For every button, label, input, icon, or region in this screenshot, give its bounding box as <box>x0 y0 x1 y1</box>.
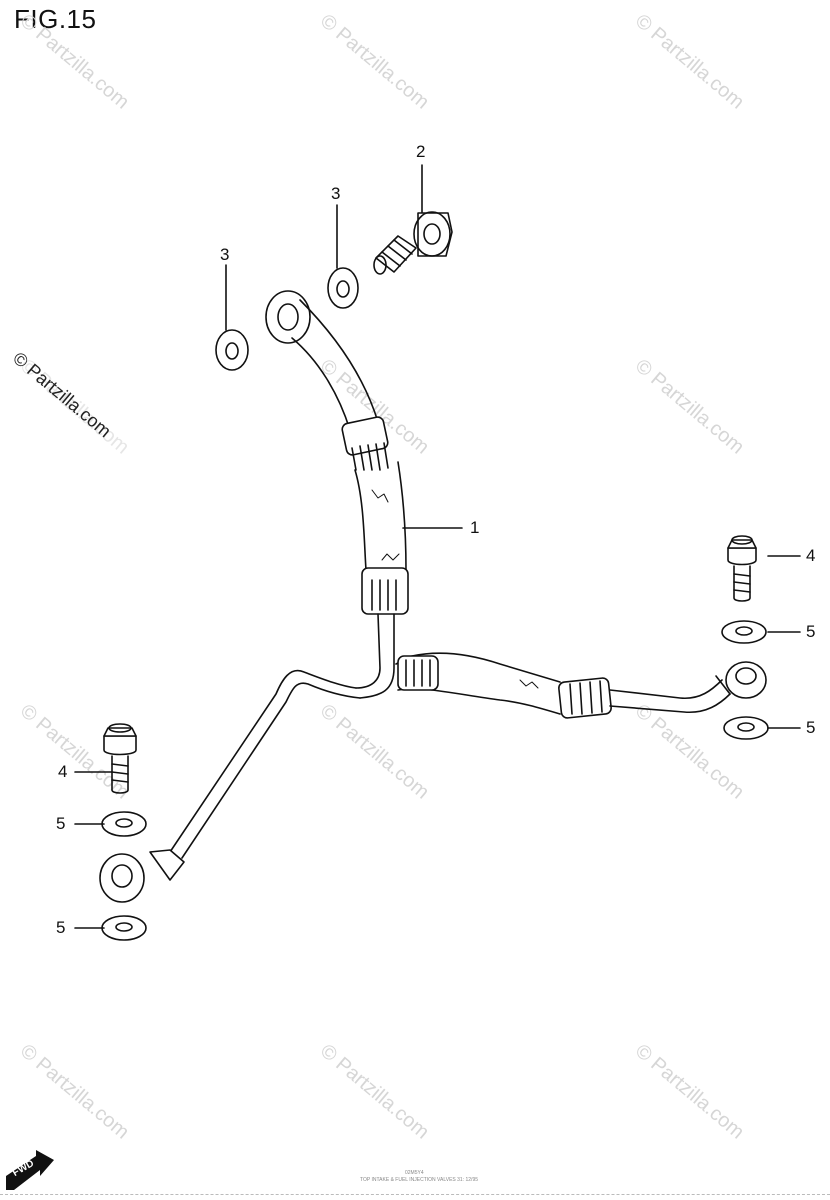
callout-3: 3 <box>331 184 341 203</box>
callout-5: 5 <box>806 622 816 641</box>
callout-2: 2 <box>416 142 426 161</box>
brake-hose-1 <box>99 290 767 903</box>
callout-3: 3 <box>220 245 230 264</box>
figure-title: FIG.15 <box>14 4 97 34</box>
bolt-4-right <box>727 535 757 602</box>
gasket-3-upper <box>327 267 359 309</box>
washer-5-right-upper <box>721 620 767 644</box>
footnote-text: TOP INTAKE & FUEL INJECTION VALVES 31: 1… <box>360 1177 479 1183</box>
callout-5: 5 <box>806 718 816 737</box>
callout-5: 5 <box>56 918 66 937</box>
union-bolt-2 <box>373 211 453 275</box>
callout-4: 4 <box>806 546 816 565</box>
washer-5-right-lower <box>723 716 769 740</box>
callout-1: 1 <box>470 518 480 537</box>
callout-4: 4 <box>58 762 68 781</box>
forward-arrow-icon <box>6 1150 54 1190</box>
callout-5: 5 <box>56 814 66 833</box>
bottom-divider <box>0 1194 830 1195</box>
washer-5-left-lower <box>101 915 147 941</box>
bolt-4-left <box>103 723 137 794</box>
footnote-code: 02M5Y4 <box>405 1170 424 1176</box>
washer-5-left-upper <box>101 811 147 837</box>
gasket-3-lower <box>215 329 249 371</box>
